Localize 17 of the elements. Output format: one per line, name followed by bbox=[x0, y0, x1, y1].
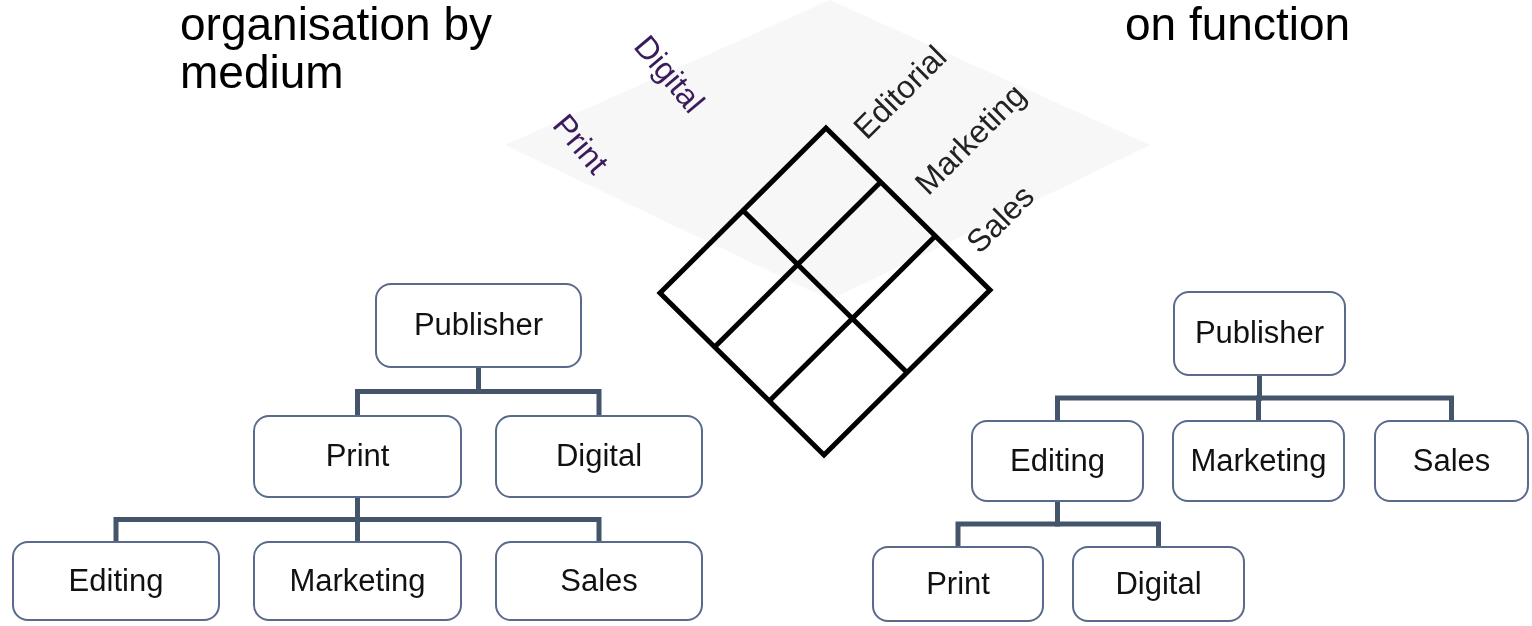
org-chart-box: Digital bbox=[495, 415, 703, 498]
org-chart-box: Sales bbox=[1374, 420, 1529, 502]
connector-line bbox=[1055, 502, 1161, 546]
org-chart-box: Publisher bbox=[1173, 291, 1346, 376]
label-text: on function bbox=[1125, 0, 1351, 48]
org-chart-box: Publisher bbox=[375, 283, 582, 368]
connector-line bbox=[1257, 376, 1454, 420]
org-chart-box: Print bbox=[872, 546, 1044, 622]
org-chart-box: Editing bbox=[971, 420, 1144, 502]
org-chart-box: Marketing bbox=[1172, 420, 1345, 502]
org-chart-box: Editing bbox=[12, 541, 220, 621]
org-chart-box: Marketing bbox=[253, 541, 462, 621]
org-chart-box: Print bbox=[253, 415, 462, 498]
org-chart-box: Sales bbox=[495, 541, 703, 621]
connector-line bbox=[355, 498, 602, 541]
org-chart-box: Digital bbox=[1072, 546, 1245, 622]
label-text: organisation by medium bbox=[180, 0, 493, 96]
